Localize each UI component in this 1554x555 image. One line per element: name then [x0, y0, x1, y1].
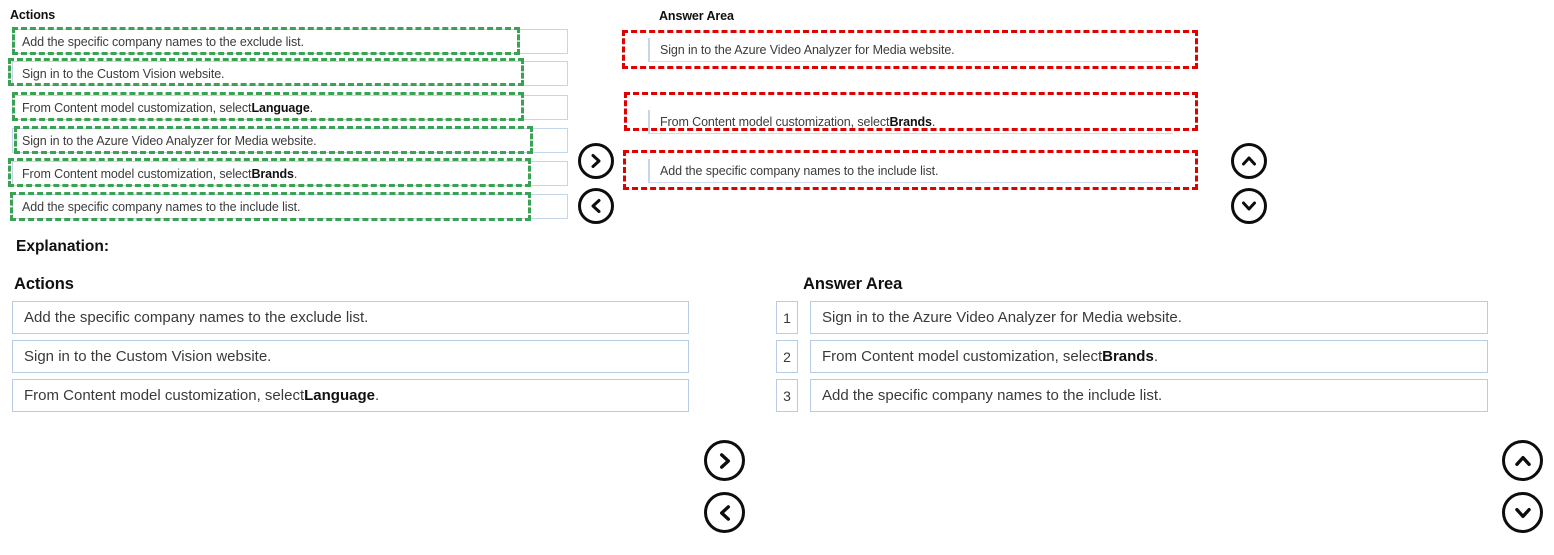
item-text: Sign in to the Custom Vision website. — [24, 348, 272, 365]
item-text-emphasis: Language — [251, 100, 310, 115]
chevron-up-icon — [1242, 156, 1256, 166]
item-text-tail: . — [1153, 348, 1158, 365]
bottom-answer-order-number: 3 — [776, 379, 798, 412]
bottom-move-up-button[interactable] — [1502, 440, 1543, 481]
chevron-down-icon — [1242, 201, 1256, 211]
top-actions-heading: Actions — [10, 8, 56, 22]
top-answer-area-heading: Answer Area — [659, 9, 734, 23]
item-text: Sign in to the Custom Vision website. — [22, 66, 225, 81]
item-text: From Content model customization, select — [822, 348, 1103, 365]
item-text-tail: . — [309, 100, 314, 115]
item-text-tail: . — [931, 114, 936, 129]
top-action-item[interactable]: Sign in to the Azure Video Analyzer for … — [12, 128, 568, 153]
item-text: Add the specific company names to the ex… — [24, 309, 369, 326]
item-text-emphasis: Brands — [251, 166, 294, 181]
item-text-emphasis: Brands — [1102, 348, 1154, 365]
item-text: Sign in to the Azure Video Analyzer for … — [822, 309, 1182, 326]
explanation-label: Explanation: — [16, 238, 110, 255]
item-text: Add the specific company names to the in… — [660, 163, 939, 178]
top-action-item[interactable]: From Content model customization, select… — [12, 95, 568, 120]
bottom-move-right-button[interactable] — [704, 440, 745, 481]
bottom-answer-item[interactable]: Add the specific company names to the in… — [810, 379, 1488, 412]
top-answer-item[interactable]: Add the specific company names to the in… — [648, 159, 1173, 183]
top-move-up-button[interactable] — [1231, 143, 1267, 179]
item-text: Sign in to the Azure Video Analyzer for … — [660, 42, 955, 57]
bottom-answer-area-heading: Answer Area — [803, 275, 903, 293]
chevron-left-icon — [719, 504, 730, 521]
chevron-up-icon — [1514, 455, 1531, 466]
bottom-answer-item[interactable]: Sign in to the Azure Video Analyzer for … — [810, 301, 1488, 334]
item-text: Add the specific company names to the ex… — [22, 34, 304, 49]
bottom-move-down-button[interactable] — [1502, 492, 1543, 533]
item-text: From Content model customization, select — [660, 114, 890, 129]
item-text-tail: . — [374, 387, 380, 404]
chevron-right-icon — [591, 154, 601, 168]
item-text: From Content model customization, select — [24, 387, 305, 404]
item-text: Add the specific company names to the in… — [822, 387, 1163, 404]
item-text-tail: . — [293, 166, 298, 181]
chevron-down-icon — [1514, 507, 1531, 518]
bottom-answer-order-number: 2 — [776, 340, 798, 373]
top-move-down-button[interactable] — [1231, 188, 1267, 224]
top-action-item[interactable]: Sign in to the Custom Vision website. — [12, 61, 568, 86]
bottom-action-item[interactable]: From Content model customization, select… — [12, 379, 689, 412]
top-action-item[interactable]: Add the specific company names to the in… — [12, 194, 568, 219]
bottom-move-left-button[interactable] — [704, 492, 745, 533]
top-action-item[interactable]: From Content model customization, select… — [12, 161, 568, 186]
item-text: From Content model customization, select — [22, 100, 252, 115]
bottom-actions-heading: Actions — [14, 275, 74, 293]
item-text-emphasis: Brands — [889, 114, 932, 129]
item-text-emphasis: Language — [304, 387, 375, 404]
bottom-answer-order-number: 1 — [776, 301, 798, 334]
bottom-action-item[interactable]: Sign in to the Custom Vision website. — [12, 340, 689, 373]
item-text: Sign in to the Azure Video Analyzer for … — [22, 133, 317, 148]
bottom-answer-item[interactable]: From Content model customization, select… — [810, 340, 1488, 373]
chevron-right-icon — [719, 452, 730, 469]
item-text: From Content model customization, select — [22, 166, 252, 181]
top-action-item[interactable]: Add the specific company names to the ex… — [12, 29, 568, 54]
top-answer-item[interactable]: From Content model customization, select… — [648, 110, 1173, 134]
top-move-right-button[interactable] — [578, 143, 614, 179]
top-move-left-button[interactable] — [578, 188, 614, 224]
chevron-left-icon — [591, 199, 601, 213]
bottom-action-item[interactable]: Add the specific company names to the ex… — [12, 301, 689, 334]
item-text: Add the specific company names to the in… — [22, 199, 301, 214]
top-answer-item[interactable]: Sign in to the Azure Video Analyzer for … — [648, 38, 1173, 62]
